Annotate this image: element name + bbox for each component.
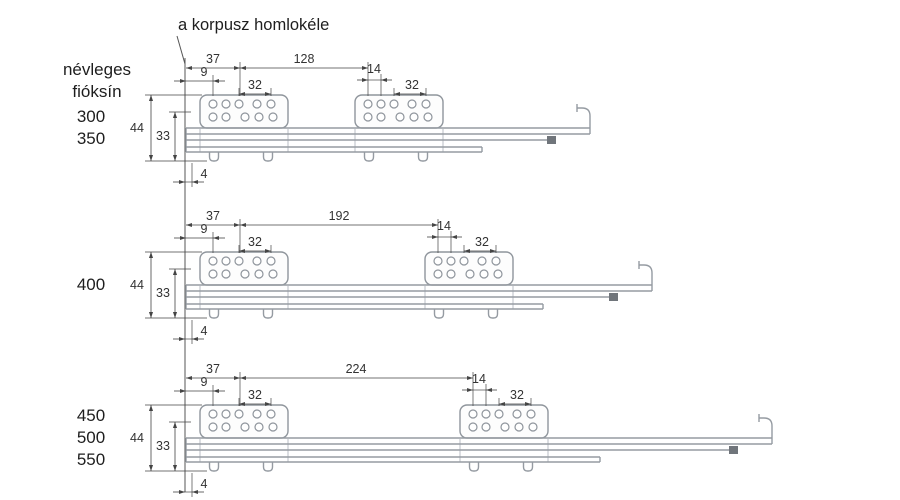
rear-section — [425, 219, 513, 318]
size-label: 500 — [77, 428, 105, 447]
slide-group-300-350: 128 300 350 — [77, 52, 591, 187]
rear-section — [460, 372, 548, 471]
rail-hook — [758, 413, 773, 445]
dim-hole-span: 192 — [329, 209, 350, 223]
dim-hole-span: 224 — [346, 362, 367, 376]
row-header-line2: fióksín — [72, 82, 121, 101]
row-header-line1: névleges — [63, 60, 131, 79]
front-section — [130, 209, 288, 344]
size-label: 300 — [77, 107, 105, 126]
size-label: 350 — [77, 129, 105, 148]
rail-hook — [576, 103, 591, 135]
page-title: a korpusz homlokéle — [178, 16, 329, 34]
title-leader-line — [176, 35, 186, 65]
front-section — [130, 52, 288, 187]
front-section — [130, 362, 288, 497]
size-label: 550 — [77, 450, 105, 469]
dim-hole-span: 128 — [294, 52, 315, 66]
rail-hook — [638, 260, 653, 292]
rail-stop-block — [729, 446, 738, 454]
size-label: 400 — [77, 275, 105, 294]
rail-stop-block — [609, 293, 618, 301]
rail-stop-block — [547, 136, 556, 144]
slide-group-450-500-550: 224 450 500 550 — [77, 362, 773, 497]
slide-group-400: 192 400 — [77, 209, 653, 344]
rear-section — [355, 62, 443, 161]
size-label: 450 — [77, 406, 105, 425]
